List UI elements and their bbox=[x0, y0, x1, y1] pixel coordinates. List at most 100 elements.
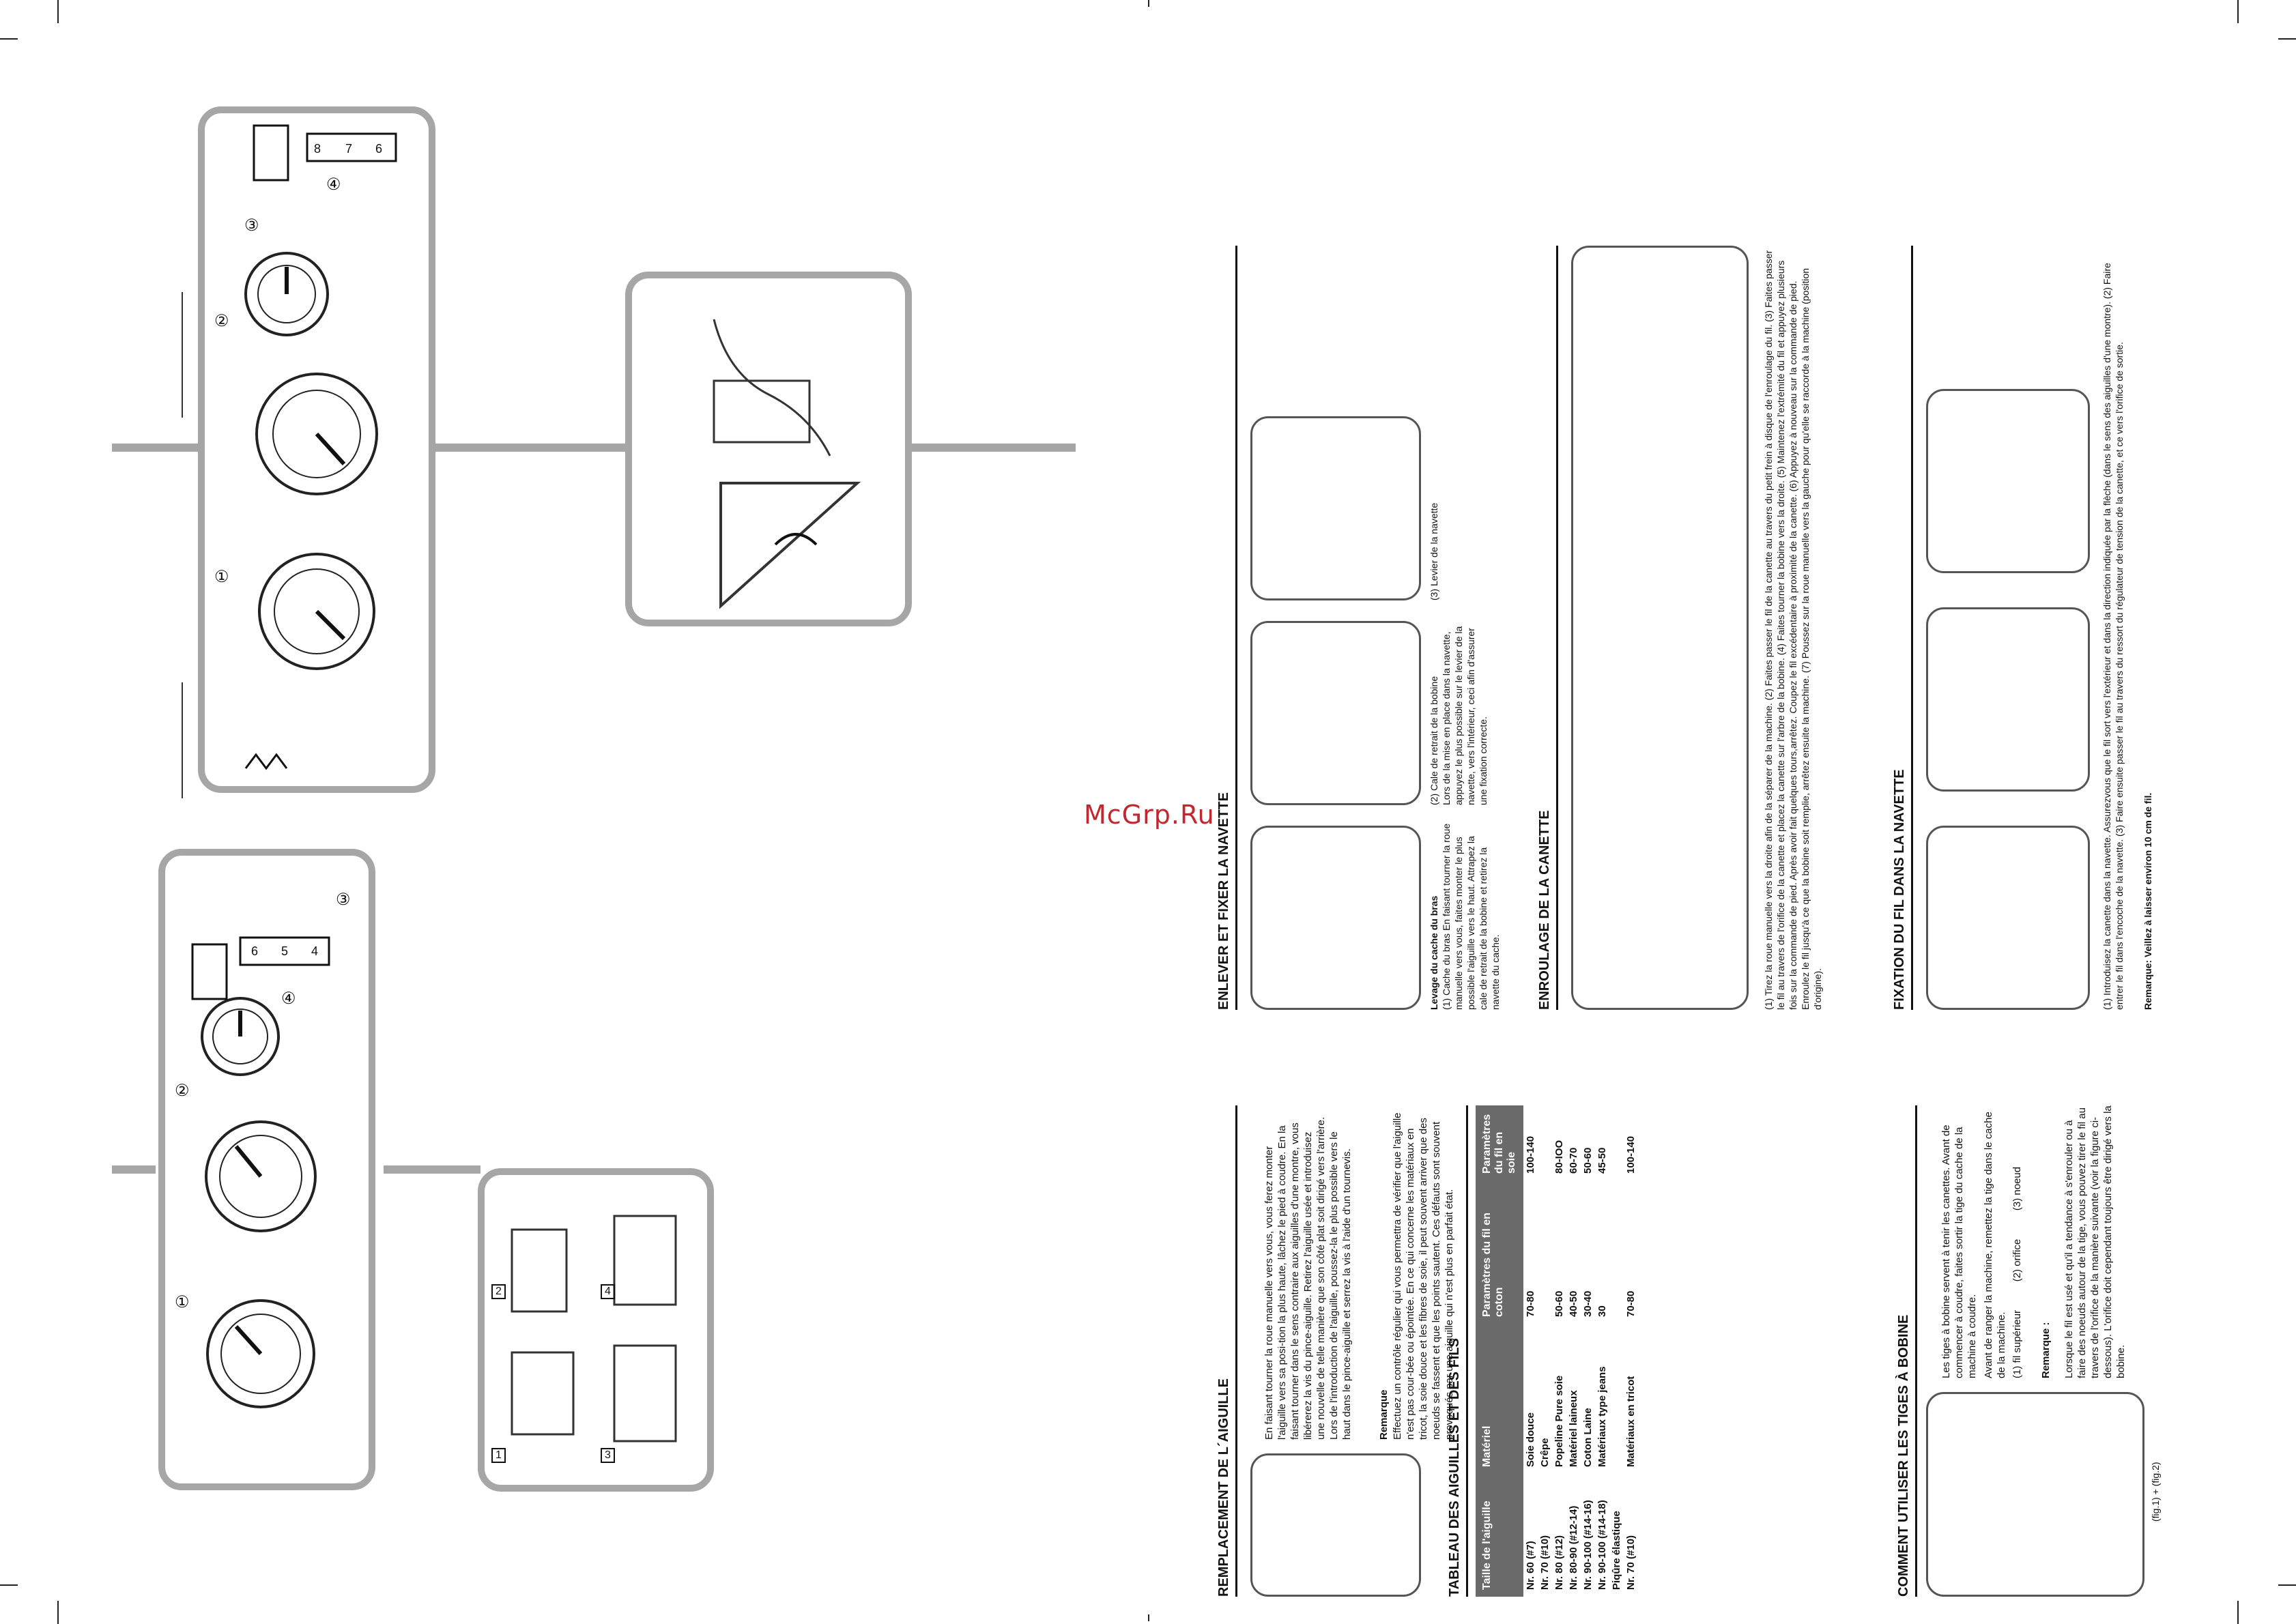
right-page-rotated: REMPLACEMENT DE L´AIGUILLE En faisant to… bbox=[1148, 0, 2296, 1624]
cell: 30 bbox=[1596, 1305, 1608, 1317]
section-rule bbox=[1235, 1105, 1237, 1597]
crop-mark bbox=[2237, 1601, 2239, 1624]
section-rule bbox=[1466, 1105, 1468, 1597]
bobbin-winding-text: (1) Tirez la roue manuelle vers la droit… bbox=[1763, 250, 1823, 1010]
shuttle-caption-3: (3) Levier de la navette bbox=[1429, 502, 1439, 600]
stitch-length-7: 7 bbox=[345, 142, 353, 156]
callout-3: ③ bbox=[244, 216, 259, 235]
cell: Coton Laine bbox=[1582, 1408, 1594, 1467]
section-title-needle-replacement: REMPLACEMENT DE L´AIGUILLE bbox=[1216, 1378, 1231, 1597]
crop-mark bbox=[2278, 38, 2296, 40]
crop-mark bbox=[2278, 1584, 2296, 1586]
section-rule bbox=[1556, 246, 1558, 1010]
needle-thread-table: Taille de l'aiguille Matériel Paramètres… bbox=[1476, 1105, 1638, 1597]
thread-figure-3 bbox=[1926, 389, 2090, 573]
crop-mark bbox=[2237, 0, 2239, 23]
cell: 70-80 bbox=[1525, 1290, 1536, 1317]
connector-line bbox=[384, 1165, 480, 1174]
dial-panel-upper: ① ② ③ ④ 8 7 6 bbox=[198, 106, 435, 793]
cell: 70-80 bbox=[1625, 1290, 1637, 1317]
shuttle-caption-1-title: Levage du cache du bras bbox=[1429, 895, 1439, 1010]
crop-mark bbox=[0, 38, 18, 40]
cell: 40-50 bbox=[1568, 1290, 1579, 1317]
table-row: Nr. 80 (#12) Popeline Pure soie 50-60 80-IO… bbox=[1552, 1105, 1566, 1597]
section-title-shuttle: ENLEVER ET FIXER LA NAVETTE bbox=[1216, 792, 1231, 1010]
section-rule bbox=[1911, 246, 1913, 1010]
table-row: Nr. 70 (#10) Crêpe bbox=[1538, 1105, 1552, 1597]
step-number-2: 2 bbox=[491, 1284, 506, 1299]
table-row: Nr. 90-100 (#14-18) Matériaux type jeans 3… bbox=[1595, 1105, 1609, 1597]
cell: 60-70 bbox=[1568, 1147, 1579, 1174]
cell bbox=[1609, 1324, 1624, 1474]
connector-line bbox=[431, 444, 629, 452]
cell: 100-140 bbox=[1525, 1135, 1536, 1174]
cell: 50-60 bbox=[1553, 1290, 1565, 1317]
callout-4: ④ bbox=[326, 175, 341, 194]
cell: Nr. 70 (#10) bbox=[1539, 1535, 1551, 1590]
step-figures-panel: 1 2 3 4 bbox=[478, 1168, 714, 1492]
column-shuttle: ENLEVER ET FIXER LA NAVETTE Levage du ca… bbox=[1148, 232, 2296, 1024]
spool-paragraph-2: Avant de ranger la machine, remettez la … bbox=[1983, 1112, 2007, 1378]
shuttle-caption-2: (2) Cale de retrait de la bobine Lors de… bbox=[1429, 626, 1489, 805]
cell: Crêpe bbox=[1539, 1438, 1551, 1467]
cell: Nr. 60 (#7) bbox=[1525, 1541, 1536, 1590]
cell: Nr. 80 (#12) bbox=[1553, 1535, 1565, 1590]
column-needles: REMPLACEMENT DE L´AIGUILLE En faisant to… bbox=[1148, 1092, 2296, 1610]
needle-figure bbox=[1250, 1453, 1421, 1597]
crop-mark bbox=[57, 1601, 59, 1624]
crop-mark bbox=[57, 0, 59, 23]
callout-2: ② bbox=[175, 1082, 190, 1100]
cell: Popeline Pure soie bbox=[1553, 1375, 1565, 1467]
header-silk: Paramètres du fil en soie bbox=[1476, 1105, 1523, 1180]
shuttle-figure-3 bbox=[1250, 416, 1421, 600]
callout-4: ④ bbox=[281, 989, 296, 1008]
dial-panel-drawing bbox=[244, 124, 397, 770]
spool-remark-title: Remarque : bbox=[2040, 1322, 2052, 1378]
bobbin-winding-figure bbox=[1571, 246, 1749, 1010]
watermark: McGrp.Ru bbox=[1084, 800, 1215, 830]
cell: Soie douce bbox=[1525, 1412, 1536, 1467]
callout-2: ② bbox=[214, 312, 229, 330]
step-figures-illustration bbox=[511, 1215, 677, 1442]
crop-mark bbox=[1148, 0, 1149, 7]
connector-line bbox=[112, 1165, 156, 1174]
spool-items: (1) fil supérieur (2) orifice (3) noeud bbox=[2011, 1166, 2023, 1378]
cell bbox=[1609, 1105, 1624, 1180]
step-number-1: 1 bbox=[491, 1448, 506, 1463]
cell: Nr. 90-100 (#14-16) bbox=[1582, 1500, 1594, 1590]
spool-paragraph-1: Les tiges à bobine servent à tenir les c… bbox=[1940, 1125, 1978, 1378]
stitch-length-4: 4 bbox=[311, 944, 319, 958]
guide-line bbox=[182, 292, 183, 418]
step-number-3: 3 bbox=[601, 1448, 615, 1463]
shuttle-figure-1 bbox=[1250, 826, 1421, 1010]
stitch-length-6: 6 bbox=[375, 142, 383, 156]
section-rule bbox=[1235, 246, 1237, 1010]
thread-remark: Remarque: Veillez à laisser environ 10 c… bbox=[2142, 792, 2153, 1010]
header-cotton: Paramètres du fil en coton bbox=[1476, 1180, 1523, 1324]
section-title-bobbin-winding: ENROULAGE DE LA CANETTE bbox=[1537, 810, 1552, 1010]
section-title-thread-shuttle: FIXATION DU FIL DANS LA NAVETTE bbox=[1892, 769, 1907, 1010]
header-material: Matériel bbox=[1476, 1324, 1523, 1474]
dial-panel-lower: ① ② ③ ④ 6 5 4 bbox=[158, 849, 375, 1490]
spool-figure-caption: (fig.1) + (fig.2) bbox=[2150, 1462, 2161, 1522]
needle-paragraph: En faisant tourner la roue manuelle vers… bbox=[1263, 1116, 1353, 1440]
cell: Nr. 90-100 (#14-18) bbox=[1596, 1500, 1608, 1590]
callout-1: ① bbox=[214, 568, 229, 586]
cell: 30-40 bbox=[1582, 1290, 1594, 1317]
stitch-length-6: 6 bbox=[251, 944, 259, 958]
callout-1: ① bbox=[175, 1293, 190, 1311]
header-needle-size: Taille de l'aiguille bbox=[1476, 1474, 1523, 1597]
cell bbox=[1609, 1180, 1624, 1324]
table-row: Piqûre élastique bbox=[1609, 1105, 1624, 1597]
cell: Matériel laineux bbox=[1568, 1390, 1579, 1467]
cell: Piqûre élastique bbox=[1611, 1511, 1622, 1590]
cell: Nr. 80-90 (#12-14) bbox=[1568, 1505, 1579, 1590]
cell: 45-50 bbox=[1596, 1147, 1608, 1174]
stitch-length-8: 8 bbox=[314, 142, 321, 156]
remark-text: Effectuez un contrôle régulier qui vous … bbox=[1392, 1112, 1455, 1440]
cell: 80-IOO bbox=[1553, 1140, 1565, 1174]
cell: Matériaux type jeans bbox=[1596, 1366, 1608, 1467]
crop-mark bbox=[0, 1584, 18, 1586]
